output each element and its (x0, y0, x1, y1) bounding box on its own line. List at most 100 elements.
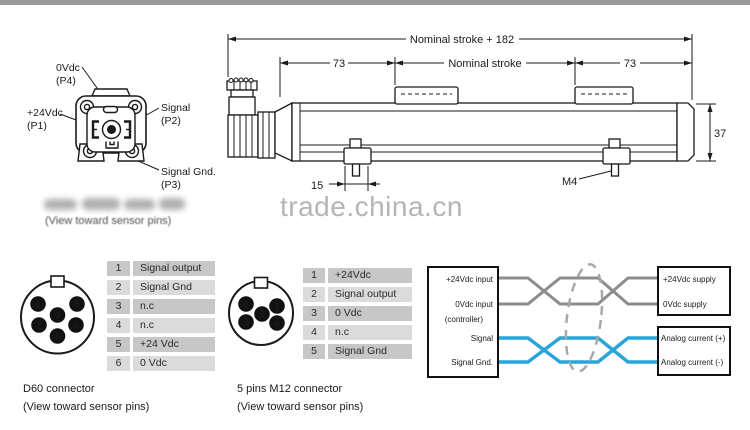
wiring-label-24v-input: +24Vdc input (446, 275, 494, 284)
din-label-p1-ref: (P1) (27, 120, 47, 132)
dim-text-stroke: Nominal stroke (448, 58, 521, 70)
dim-text-overall: Nominal stroke + 182 (410, 34, 514, 46)
wiring-label-controller: (controller) (445, 315, 484, 324)
din-label-p4-name: 0Vdc (56, 62, 80, 74)
wiring-label-signal: Signal (471, 334, 493, 343)
pin-number: 5 (107, 337, 130, 352)
pin-signal: +24 Vdc (133, 337, 215, 352)
m12-pin-3: 3 (243, 318, 249, 329)
wiring-diagram: +24Vdc input 0Vdc input (controller) Sig… (427, 263, 731, 378)
m12-pin-2: 2 (243, 300, 249, 311)
pin-number: 3 (303, 306, 325, 321)
dim-text-left-73: 73 (333, 58, 345, 70)
din-label-p3-name: Signal Gnd. (161, 166, 216, 178)
cable-shield-loop (564, 263, 604, 373)
m12-title: 5 pins M12 connector (237, 383, 343, 395)
pin-signal: 0 Vdc (133, 356, 215, 371)
din-contact-p3 (105, 141, 119, 149)
m12-pin-1: 1 (274, 302, 280, 313)
table-row: 5+24 Vdc (107, 337, 215, 352)
pin-number: 1 (107, 261, 130, 276)
d60-pin-3: 3 (55, 332, 61, 343)
dim-text-right-73: 73 (624, 58, 636, 70)
dim-text-height-37: 37 (714, 128, 726, 140)
signal-twisted-pair (498, 336, 658, 364)
pin-signal: Signal Gnd (133, 280, 215, 295)
dim-chain (280, 60, 692, 66)
pin-signal: n.c (328, 325, 412, 340)
pin-number: 4 (107, 318, 130, 333)
pin-number: 3 (107, 299, 130, 314)
sensor-cable-connector (226, 77, 276, 159)
watermark-text: trade.china.cn (280, 191, 463, 222)
analog-output-box (657, 326, 731, 376)
pin-number: 4 (303, 325, 325, 340)
dim-clamp (329, 181, 380, 187)
m12-connector-face: 1 2 3 4 5 (228, 276, 294, 346)
pin-signal: n.c (133, 299, 215, 314)
d60-pin-6: 6 (55, 311, 61, 322)
d60-keyway (50, 275, 65, 288)
d60-title: D60 connector (23, 383, 95, 395)
top-border-bar (0, 0, 750, 5)
din-label-p2-name: Signal (161, 102, 190, 114)
sensor-body (274, 101, 695, 163)
dim-height (707, 104, 713, 161)
din-label-p1-name: +24Vdc (27, 107, 63, 119)
power-twisted-pair (498, 276, 658, 306)
pin-number: 6 (107, 356, 130, 371)
d60-pin-5: 5 (74, 300, 80, 311)
dim-text-m4: M4 (562, 176, 577, 188)
sensor-dimension-drawing: Nominal stroke + 182 73 Nominal stroke 7… (226, 34, 726, 192)
controller-box (427, 266, 499, 378)
pin-signal: +24Vdc (328, 268, 412, 283)
d60-connector-face: 1 2 3 4 5 6 (20, 275, 95, 355)
d60-pin-2: 2 (36, 321, 42, 332)
blurred-text-blob (124, 199, 155, 210)
blurred-text-blob (82, 198, 120, 210)
m12-keyway (253, 276, 269, 289)
blurred-text-blob (44, 199, 77, 210)
wiring-label-0v-input: 0Vdc input (455, 300, 494, 309)
wiring-label-analog-plus: Analog current (+) (661, 334, 726, 343)
dim-text-clamp-15: 15 (311, 180, 323, 192)
sensor-end-cap (676, 102, 695, 162)
pin-number: 2 (107, 280, 130, 295)
m12-caption: (View toward sensor pins) (237, 401, 364, 413)
wiring-label-analog-minus: Analog current (-) (661, 358, 724, 367)
din-caption: (View toward sensor pins) (45, 215, 172, 227)
dim-overall (228, 36, 692, 42)
din-label-p4-ref: (P4) (56, 75, 76, 87)
pin-signal: Signal Gnd (328, 344, 412, 359)
pin-signal: Signal output (328, 287, 412, 302)
d60-pin-1: 1 (35, 300, 41, 311)
mounting-clamps (343, 138, 631, 177)
din-label-p3-ref: (P3) (161, 179, 181, 191)
power-supply-box (657, 266, 731, 316)
wiring-label-0v-supply: 0Vdc supply (663, 300, 707, 309)
table-row: 1+24Vdc (303, 268, 412, 283)
wiring-label-24v-supply: +24Vdc supply (663, 275, 716, 284)
sensor-slider-blocks (394, 86, 634, 105)
pin-signal: n.c (133, 318, 215, 333)
pin-number: 5 (303, 344, 325, 359)
pin-number: 2 (303, 287, 325, 302)
d60-pin-4: 4 (73, 321, 79, 332)
d60-caption: (View toward sensor pins) (23, 401, 150, 413)
m12-pin-5: 5 (259, 310, 265, 321)
m12-pin-4: 4 (274, 319, 280, 330)
pin-signal: 0 Vdc (328, 306, 412, 321)
din-top-tab (90, 88, 132, 97)
